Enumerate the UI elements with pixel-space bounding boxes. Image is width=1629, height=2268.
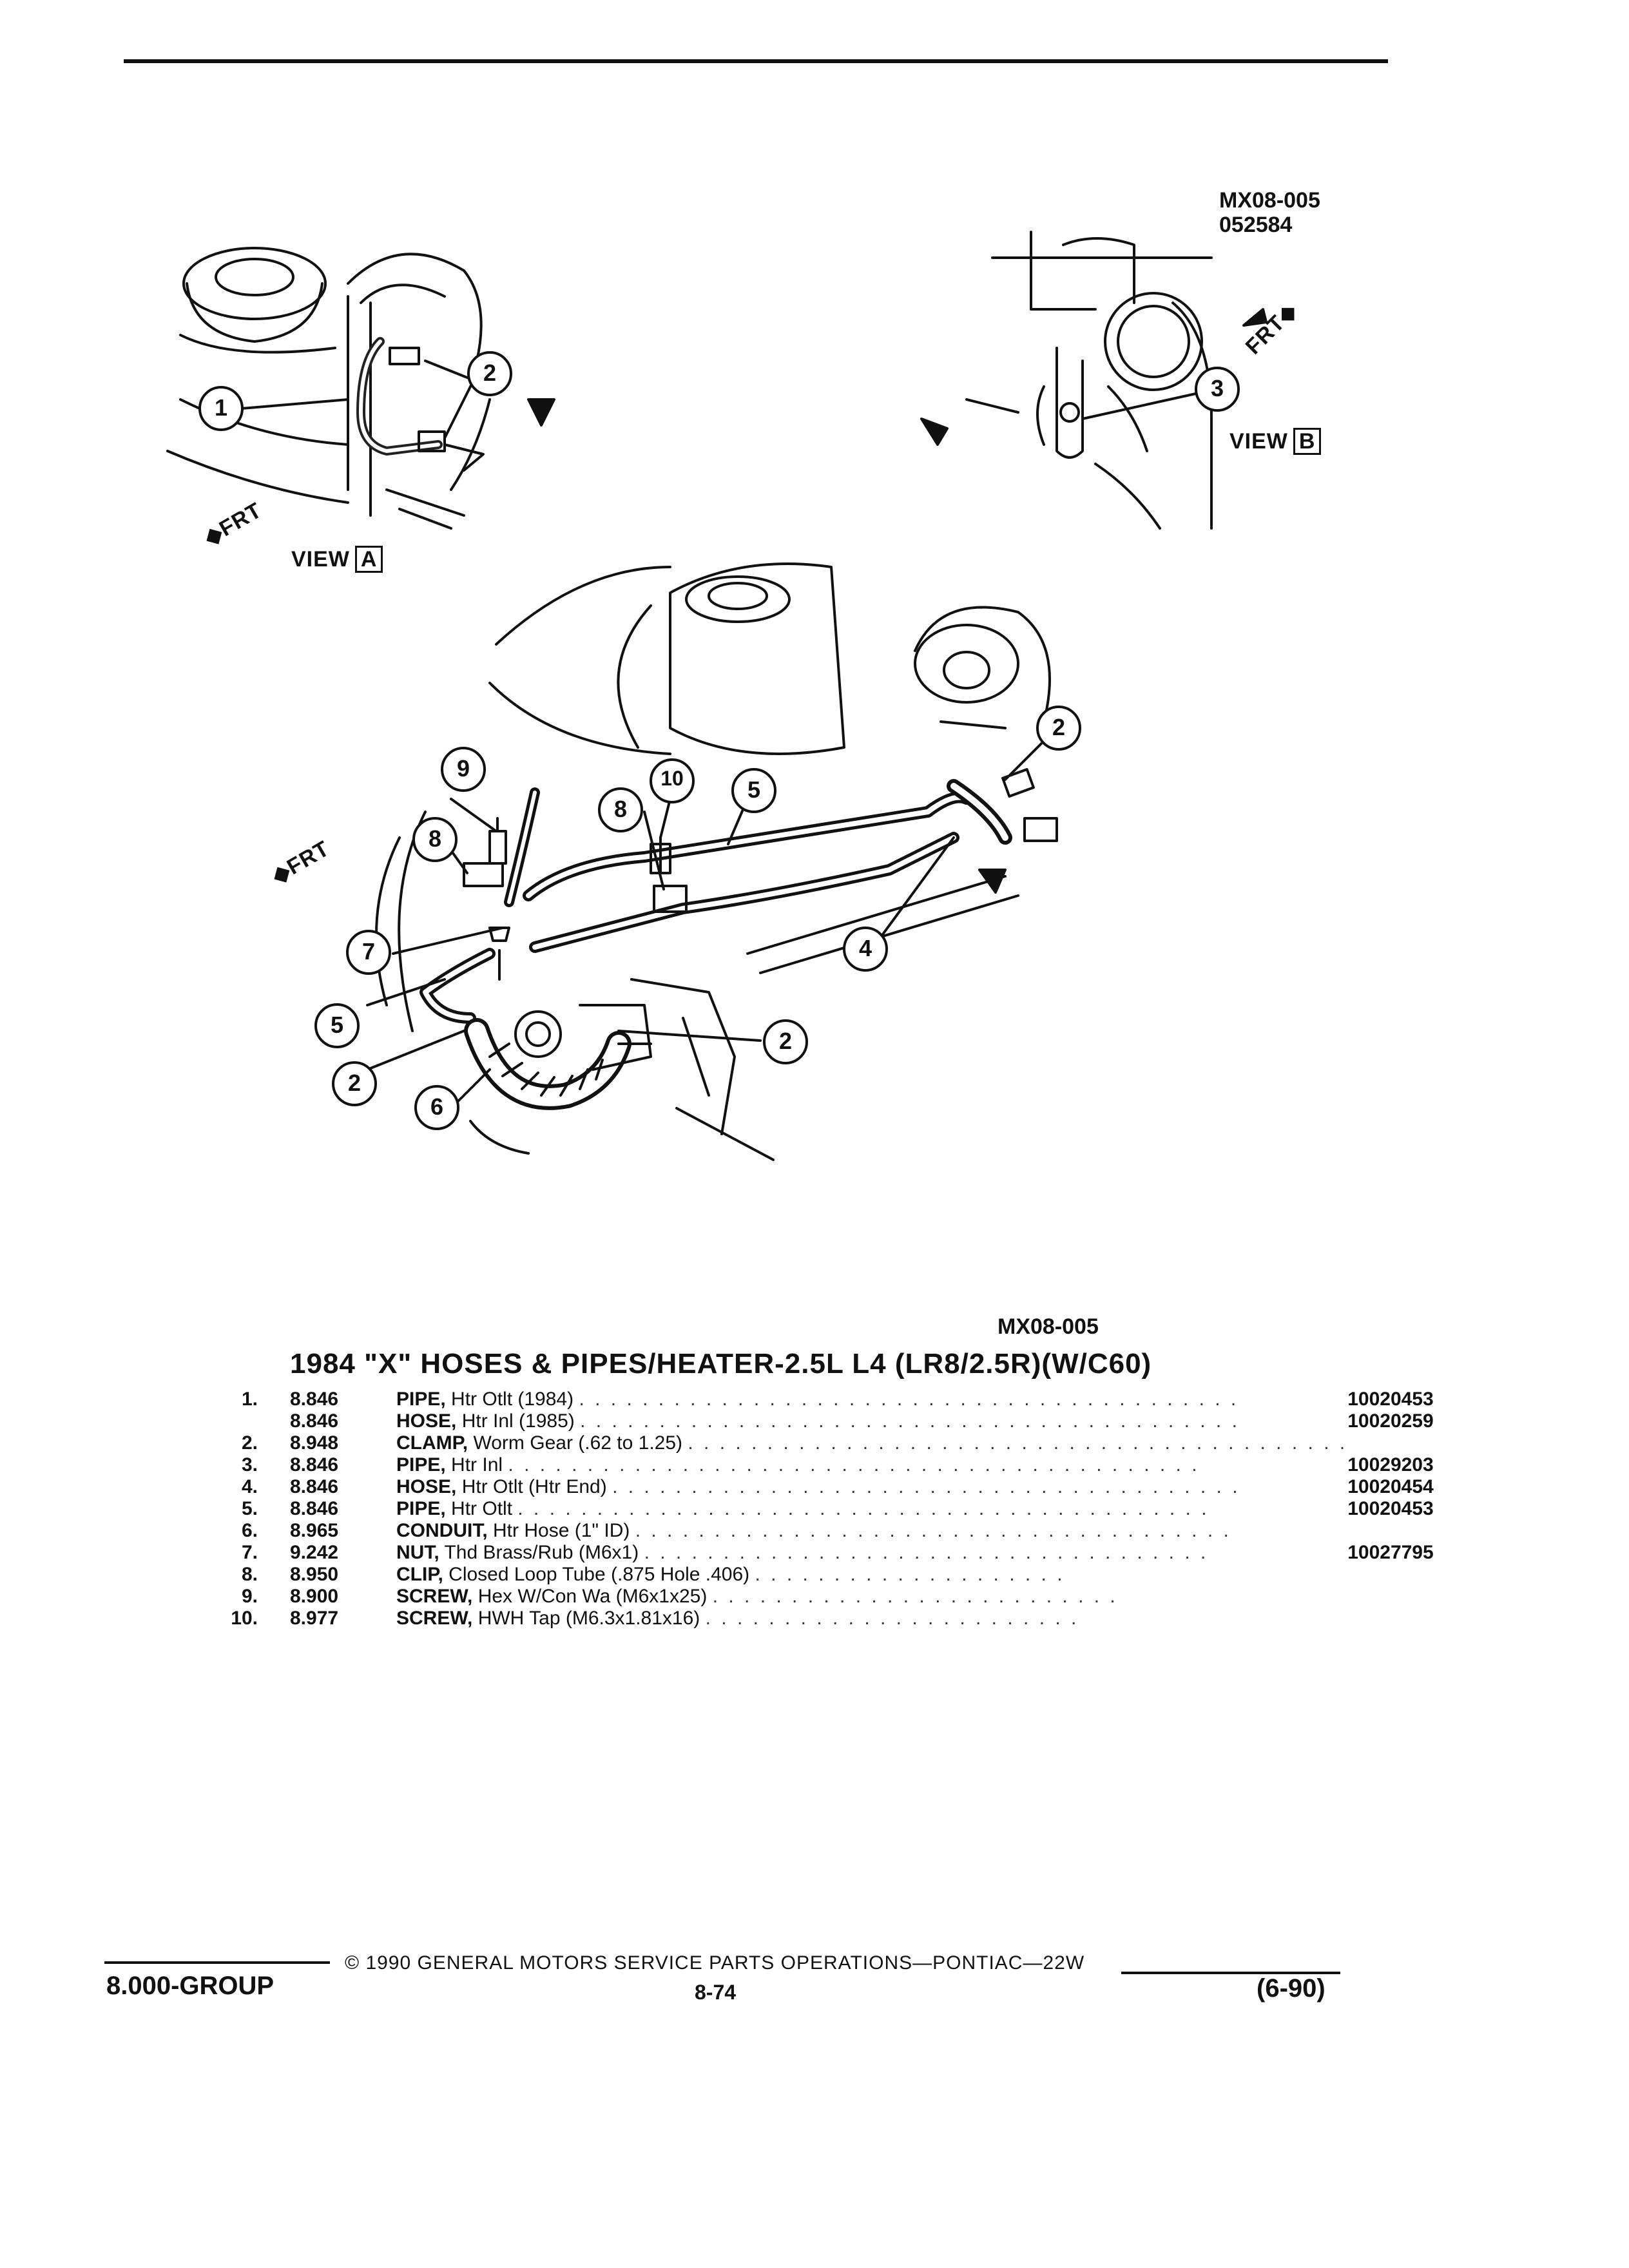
table-row: 1.8.846 PIPE, Htr Otlt (1984) . . . . . … (241, 1389, 1434, 1410)
table-row: 9.8.900 SCREW, Hex W/Con Wa (M6x1x25) . … (241, 1586, 1118, 1607)
table-row: 3.8.846 PIPE, Htr Inl . . . . . . . . . … (241, 1454, 1434, 1475)
table-row: 8.846 HOSE, Htr Inl (1985) . . . . . . .… (290, 1410, 1434, 1432)
footer-copyright: © 1990 GENERAL MOTORS SERVICE PARTS OPER… (345, 1952, 1085, 1974)
parts-title: 1984 "X" HOSES & PIPES/HEATER-2.5L L4 (L… (290, 1348, 1152, 1379)
view-b-inset (920, 231, 1268, 530)
footer-rule-right (1121, 1972, 1340, 1974)
table-row: 4.8.846 HOSE, Htr Otlt (Htr End) . . . .… (241, 1476, 1434, 1497)
footer-page-number: 8-74 (695, 1981, 737, 2004)
table-row: 10.8.977 SCREW, HWH Tap (M6.3x1.81x16) .… (231, 1608, 1079, 1629)
main-engine-view (366, 562, 1058, 1161)
illustration-ref-code: MX08-005 (1219, 188, 1320, 213)
footer-group: 8.000-GROUP (106, 1972, 275, 2000)
view-b-letter: B (1293, 428, 1322, 455)
table-row: 8.8.950 CLIP, Closed Loop Tube (.875 Hol… (241, 1564, 1065, 1585)
footer-date: (6-90) (1257, 1974, 1325, 2003)
parts-table: 1.8.846 PIPE, Htr Otlt (1984) . . . . . … (193, 1389, 1476, 1629)
table-row: 6.8.965 CONDUIT, Htr Hose (1" ID) . . . … (241, 1520, 1231, 1541)
callout-circles (198, 351, 1240, 1130)
view-a-letter: A (354, 546, 383, 573)
parts-ref-code: MX08-005 (998, 1314, 1099, 1339)
top-rule (124, 59, 1388, 63)
hose-diagram (166, 231, 1268, 1161)
table-row: 5.8.846 PIPE, Htr Otlt . . . . . . . . .… (241, 1498, 1434, 1519)
footer-rule-left (104, 1961, 330, 1964)
illustration-ref-date: 052584 (1219, 213, 1293, 237)
table-row: 7.9.242 NUT, Thd Brass/Rub (M6x1) . . . … (241, 1542, 1434, 1563)
table-row: 2.8.948 CLAMP, Worm Gear (.62 to 1.25) .… (241, 1432, 1348, 1454)
